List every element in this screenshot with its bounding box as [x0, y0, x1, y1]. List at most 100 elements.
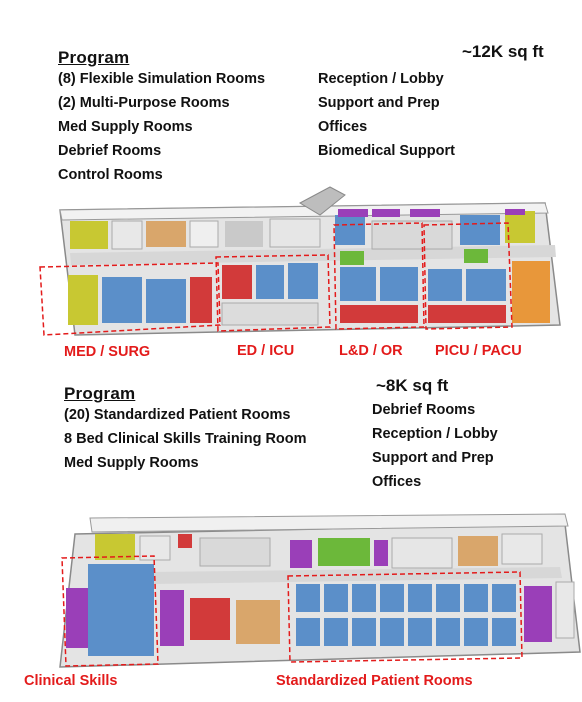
room-yellow [95, 534, 135, 560]
room-purple [290, 540, 312, 568]
room-red [340, 305, 418, 323]
zone-outline-ed-icu [215, 254, 331, 332]
program-item: Reception / Lobby [372, 426, 498, 442]
room-yellow [70, 221, 108, 249]
program-item: Debrief Rooms [58, 143, 162, 159]
room-offices [391, 537, 453, 569]
room-support [111, 220, 143, 250]
entry-canopy [298, 186, 346, 216]
room-blue [380, 584, 404, 612]
zone-label-ld-or: L&D / OR [339, 343, 403, 359]
room-blue [102, 277, 142, 323]
room-blue [466, 269, 506, 301]
room-blue [464, 584, 488, 612]
room-blue [492, 618, 516, 646]
room-purple [338, 209, 368, 217]
room-lobby [225, 221, 263, 247]
room-blue [288, 263, 318, 299]
program-item: Biomedical Support [318, 143, 455, 159]
room-blue [380, 267, 418, 301]
room-support [555, 581, 575, 639]
program-list-right-2: Debrief Rooms Reception / Lobby Support … [372, 398, 498, 494]
program-item: Med Supply Rooms [58, 119, 193, 135]
program-list-right-1: Reception / Lobby Support and Prep Offic… [318, 67, 455, 163]
zone-outline-med-surg [39, 262, 221, 336]
room-blue [492, 584, 516, 612]
program-item: (20) Standardized Patient Rooms [64, 407, 291, 423]
zone-outline-picu-pacu [423, 222, 513, 330]
room-blue [408, 584, 432, 612]
program-item: Offices [318, 119, 368, 135]
room-blue [146, 279, 186, 323]
room-blue [436, 618, 460, 646]
room-tan [236, 600, 280, 644]
program-list-left-2: (20) Standardized Patient Rooms 8 Bed Cl… [64, 403, 307, 475]
room-clinical-skills [88, 564, 154, 656]
room-blue [296, 584, 320, 612]
room-tan [146, 221, 186, 247]
zone-label-standardized-patient-rooms: Standardized Patient Rooms [276, 673, 473, 689]
program-item: 8 Bed Clinical Skills Training Room [64, 431, 307, 447]
zone-label-med-surg: MED / SURG [64, 344, 151, 360]
room-lobby [199, 537, 271, 567]
room-purple [372, 209, 400, 217]
room-blue [352, 584, 376, 612]
room-purple [410, 209, 440, 217]
program-item: Med Supply Rooms [64, 455, 199, 471]
room-red [222, 265, 252, 299]
room-blue [324, 584, 348, 612]
room-support [221, 302, 319, 326]
program-item: Control Rooms [58, 167, 163, 183]
program-list-left-1: (8) Flexible Simulation Rooms (2) Multi-… [58, 67, 265, 187]
room-blue [324, 618, 348, 646]
zone-outline-ld-or [333, 222, 425, 330]
room-blue [428, 269, 462, 301]
program-item: Offices [372, 474, 422, 490]
program-item: Reception / Lobby [318, 71, 444, 87]
room-control [371, 220, 453, 250]
room-red [190, 277, 212, 323]
room-blue [256, 265, 284, 299]
room-green [340, 251, 364, 265]
floor-plan-lower [59, 513, 581, 668]
zone-outline-clinical-skills [61, 555, 159, 667]
program-item: Support and Prep [372, 450, 494, 466]
room-orange [512, 261, 550, 323]
room-blue [335, 215, 365, 245]
room-purple [374, 540, 388, 566]
building-wall-top [89, 513, 569, 533]
room-red [428, 305, 506, 323]
program-item: (8) Flexible Simulation Rooms [58, 71, 266, 87]
program-item: Support and Prep [318, 95, 440, 111]
room-blue [464, 618, 488, 646]
room-green [318, 538, 370, 566]
room-purple [524, 586, 552, 642]
room-blue [380, 618, 404, 646]
room-reception [269, 218, 321, 248]
area-label-1: ~12K sq ft [462, 42, 544, 61]
program-heading-1: Program [58, 48, 130, 67]
zone-outline-standardized-patient-rooms [287, 571, 523, 663]
building-wall-top [59, 202, 549, 221]
room-green [464, 249, 488, 263]
floor-plan-upper [39, 186, 561, 336]
room-blue [340, 267, 376, 301]
room-red [178, 534, 192, 548]
room-yellow [505, 211, 535, 243]
room-purple [505, 209, 525, 215]
program-item: Debrief Rooms [372, 402, 476, 418]
room-red [190, 598, 230, 640]
area-label-2: ~8K sq ft [376, 376, 449, 395]
zone-label-ed-icu: ED / ICU [237, 343, 295, 359]
room-blue [408, 618, 432, 646]
room-blue [436, 584, 460, 612]
room-stair [189, 220, 219, 248]
room-tan [458, 536, 498, 566]
room-blue [352, 618, 376, 646]
room-yellow [68, 275, 98, 325]
room-purple [66, 588, 88, 648]
zone-label-clinical-skills: Clinical Skills [24, 673, 118, 689]
standardized-patient-room-grid [296, 584, 516, 646]
room-purple [160, 590, 184, 646]
program-heading-2: Program [64, 384, 136, 403]
